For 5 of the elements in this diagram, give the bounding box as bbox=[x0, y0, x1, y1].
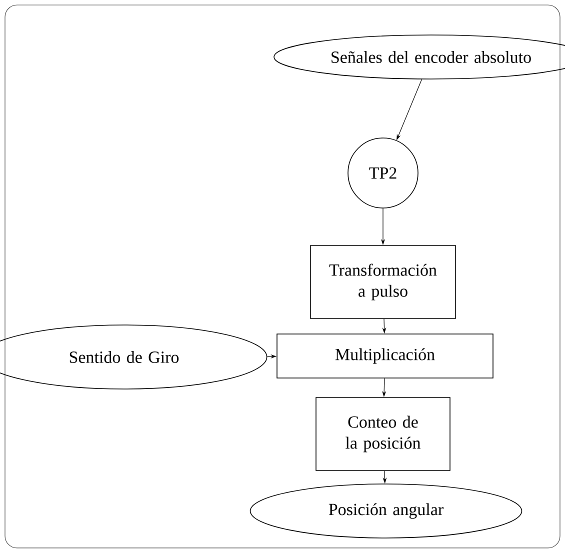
process-box: Conteo de la posición bbox=[316, 397, 450, 471]
circle-node: TP2 bbox=[348, 138, 418, 208]
process-box: Multiplicación bbox=[276, 334, 494, 378]
process-box: Transformación a pulso bbox=[310, 245, 456, 319]
ellipse-node: Posición angular bbox=[250, 484, 522, 538]
